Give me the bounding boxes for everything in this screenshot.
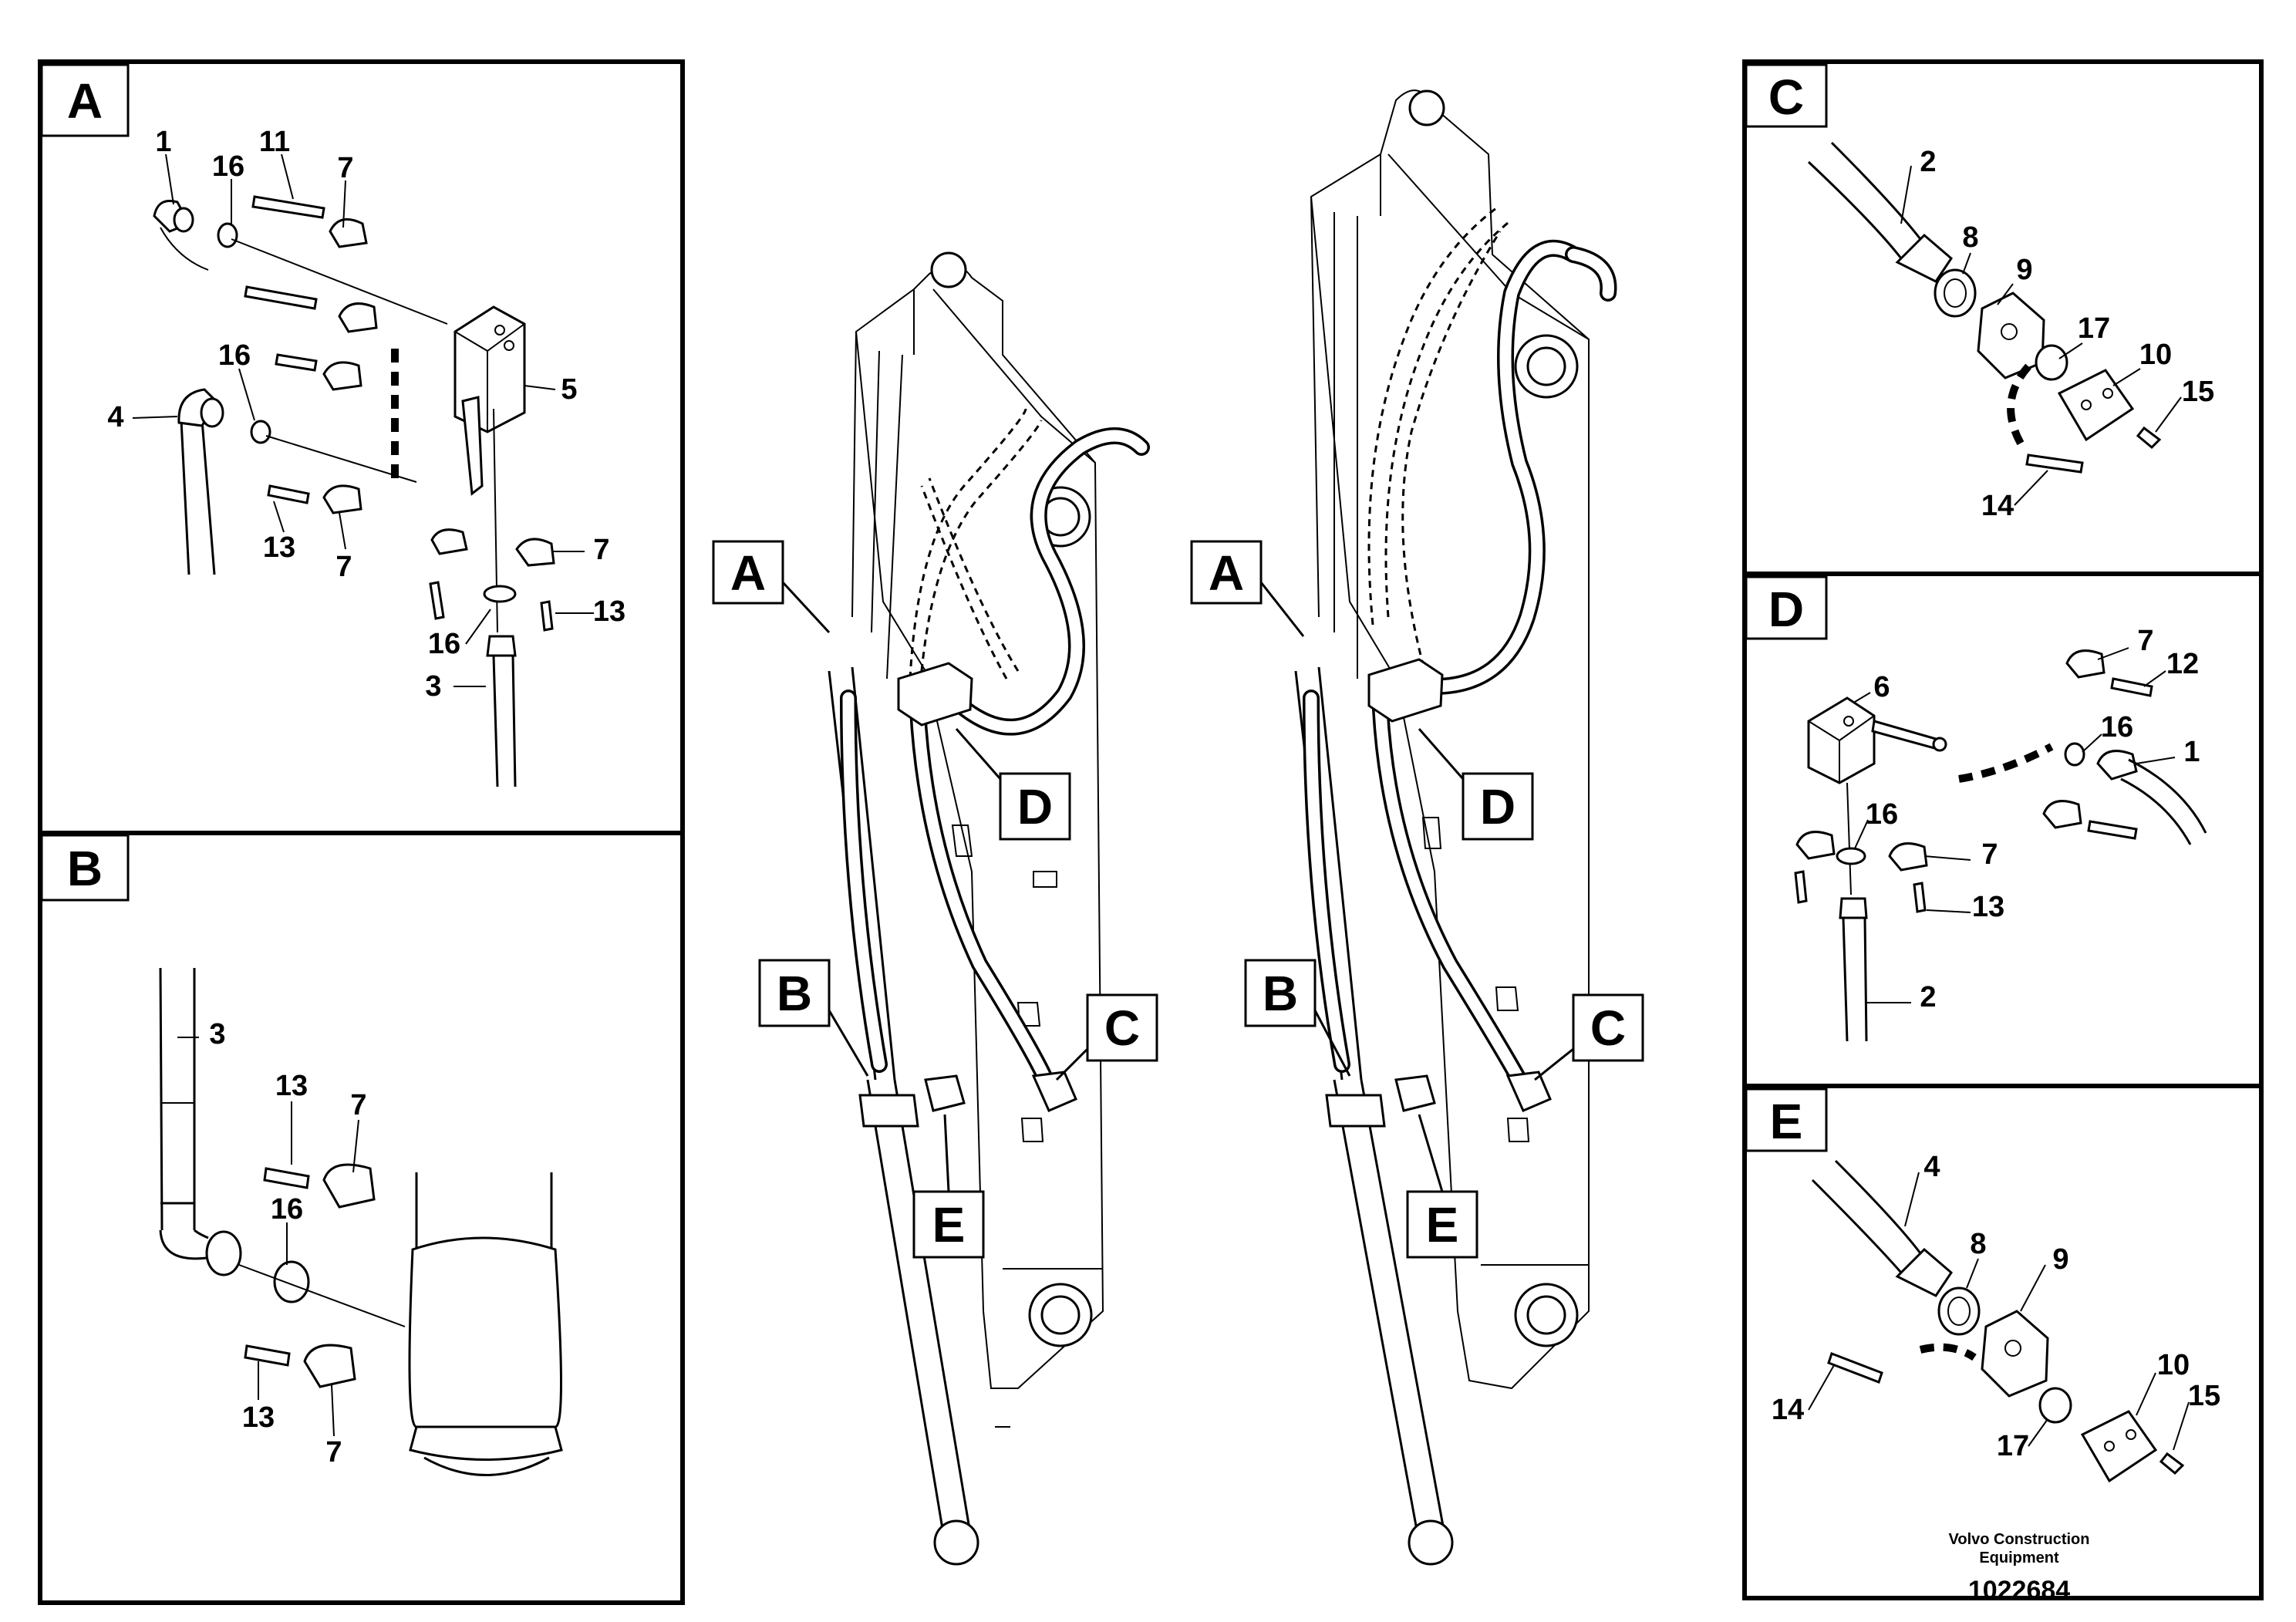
hose-end-2	[1895, 233, 1953, 283]
boom-left-labels: A D B C E	[712, 540, 1158, 1259]
callout-a-16: 16	[212, 150, 244, 183]
panel-c-label: C	[1768, 69, 1804, 125]
callout-b-13: 13	[275, 1070, 308, 1102]
callout-a-3: 3	[425, 670, 441, 703]
boom-right-label-c: C	[1590, 1000, 1626, 1056]
boom-right-label-b: B	[1263, 966, 1298, 1021]
callout-e-9: 9	[2052, 1243, 2068, 1276]
callout-e-10: 10	[2157, 1349, 2190, 1381]
callout-a-13b: 13	[593, 595, 625, 628]
callout-d-1: 1	[2183, 736, 2200, 768]
boom-left-label-a: A	[730, 545, 766, 601]
callout-a-13: 13	[263, 531, 295, 564]
callout-b-3: 3	[209, 1018, 225, 1050]
callout-e-4: 4	[1923, 1151, 1940, 1183]
callout-e-8: 8	[1970, 1228, 1986, 1260]
callout-d-16: 16	[2101, 711, 2133, 744]
boom-left-label-e: E	[932, 1197, 966, 1253]
clamp-7-b	[322, 1163, 376, 1209]
callout-e-15: 15	[2188, 1380, 2220, 1412]
callout-d-2: 2	[1920, 981, 1936, 1013]
screw-13-b	[263, 1167, 310, 1189]
panel-b-label-box	[40, 834, 130, 902]
callout-b-7b: 7	[325, 1436, 342, 1469]
fitting-8	[1934, 268, 1977, 318]
callout-d-12: 12	[2166, 648, 2199, 680]
o-ring-16-b	[273, 1260, 310, 1303]
boom-left-label-c: C	[1104, 1000, 1140, 1056]
callout-a-16b: 16	[218, 339, 251, 372]
footer-doc-number: 1022684	[1968, 1576, 2070, 1605]
callout-c-8: 8	[1962, 221, 1978, 254]
callout-a-11: 11	[259, 126, 290, 158]
callout-a-7: 7	[337, 152, 353, 184]
panel-a: A	[38, 59, 685, 835]
valve-block-6	[1807, 696, 1876, 784]
callout-d-16b: 16	[1866, 798, 1898, 831]
callout-a-5: 5	[561, 373, 577, 406]
callout-b-7: 7	[350, 1089, 366, 1121]
callout-a-7b: 7	[335, 551, 352, 583]
plate-10	[2057, 369, 2135, 442]
callout-e-17: 17	[1997, 1430, 2029, 1462]
callout-d-6: 6	[1873, 671, 1890, 703]
boom-right-labels: A D B C E	[1190, 540, 1644, 1259]
boom-left	[828, 251, 1150, 1566]
callout-a-1: 1	[155, 126, 171, 158]
panel-c: C 2 8 9 17 10 15 14	[1742, 59, 2264, 576]
callout-d-7b: 7	[1981, 838, 1998, 871]
footer-company-line2: Equipment	[1979, 1549, 2059, 1566]
panel-a-label: A	[67, 73, 103, 129]
boom-right-label-e: E	[1426, 1197, 1459, 1253]
callout-c-17: 17	[2078, 312, 2110, 345]
o-ring-17	[2035, 344, 2068, 381]
flange-3	[205, 1230, 242, 1276]
boom-left-label-d: D	[1017, 779, 1053, 835]
panel-b: B 3 13 7 16 13 7	[38, 831, 685, 1605]
boom-left-label-b: B	[777, 966, 812, 1021]
callout-c-14: 14	[1981, 490, 2014, 522]
callout-c-15: 15	[2182, 376, 2214, 408]
boom-right-label-d: D	[1480, 779, 1515, 835]
callout-c-2: 2	[1920, 146, 1936, 178]
footer: Volvo Construction Equipment 1022684	[1949, 1531, 2090, 1605]
screw-14	[2025, 454, 2084, 474]
clamp-half-7	[329, 218, 368, 248]
callout-a-4: 4	[107, 401, 123, 433]
callout-c-9: 9	[2016, 254, 2032, 286]
callout-a-16c: 16	[428, 628, 460, 660]
panel-b-label: B	[67, 841, 103, 896]
panel-a-label-box	[40, 63, 130, 137]
panel-e: E 4 8 9 14 10 15 17	[1742, 1084, 2264, 1600]
boom-right	[1294, 89, 1617, 1566]
callout-c-10: 10	[2139, 339, 2172, 371]
footer-company-line1: Volvo Construction	[1949, 1531, 2090, 1548]
boom-right-label-a: A	[1209, 545, 1244, 601]
flange-9	[1977, 292, 2045, 379]
o-ring-16	[250, 420, 271, 444]
callout-b-16: 16	[271, 1193, 303, 1226]
callout-d-7: 7	[2137, 625, 2153, 657]
callout-d-13: 13	[1972, 891, 2004, 923]
panel-d-label: D	[1768, 582, 1804, 637]
panel-e-label: E	[1770, 1094, 1803, 1149]
callout-e-14: 14	[1772, 1394, 1804, 1426]
cylinder-head	[408, 1236, 562, 1428]
o-ring-16-top	[217, 222, 238, 248]
callout-b-13b: 13	[242, 1401, 275, 1434]
callout-a-7c: 7	[593, 534, 609, 566]
panel-d: D 7 12 6 16 1 16 7 13 2	[1742, 572, 2264, 1088]
